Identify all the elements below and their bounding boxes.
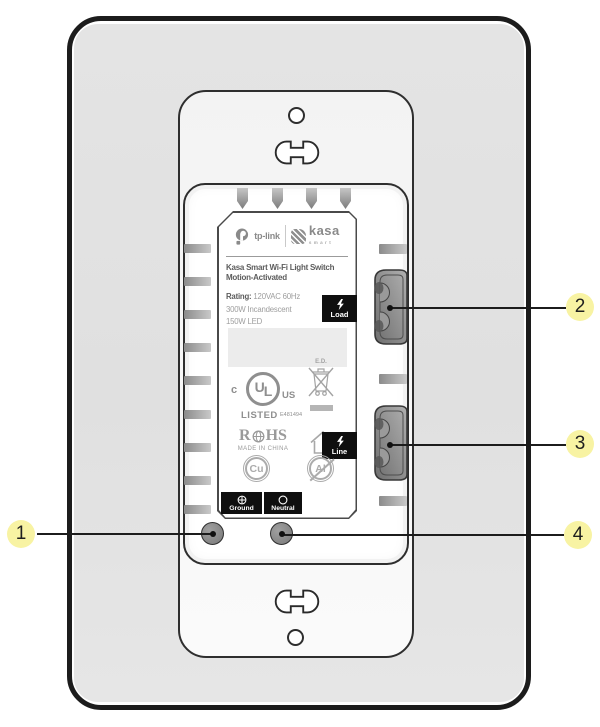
- callout-2-load: 2: [566, 293, 594, 321]
- rohs-suffix: HS: [265, 427, 287, 444]
- bottom-mounting-hole: [287, 629, 304, 646]
- vent-slot: [379, 374, 407, 384]
- callout-dot-1: [210, 531, 216, 537]
- vent-slot: [184, 443, 211, 452]
- rating-incandescent: 300W Incandescent: [226, 304, 292, 314]
- callout-line-4: [282, 534, 564, 536]
- ground-badge-text: Ground: [229, 504, 254, 512]
- product-label: tp-link kasa smart Kasa Smart Wi-Fi Ligh…: [217, 211, 357, 519]
- mounting-tab: [272, 188, 283, 209]
- bottom-adjustment-slot: [274, 589, 320, 614]
- callout-2-number: 2: [574, 296, 586, 317]
- no-aluminum-wire-seal: Al: [306, 454, 335, 483]
- weee-mark: E.D.: [305, 359, 337, 411]
- copper-wire-seal: Cu: [242, 454, 271, 483]
- kasa-smart-subtext: smart: [308, 239, 334, 245]
- callout-line-1: [37, 533, 213, 535]
- load-badge-text: Load: [330, 310, 349, 319]
- blank-label-area: [228, 328, 347, 367]
- callout-dot-2: [387, 305, 393, 311]
- callout-line-3: [390, 444, 566, 446]
- product-title-line1: Kasa Smart Wi-Fi Light Switch: [226, 263, 335, 272]
- callout-dot-4: [279, 531, 285, 537]
- ul-us-mark: US: [282, 390, 296, 401]
- callout-4-number: 4: [572, 524, 584, 545]
- kasa-wordmark-text: kasa: [308, 222, 340, 238]
- circle-neutral-icon: [278, 495, 288, 504]
- ul-letter-l: L: [263, 383, 273, 399]
- mounting-tab: [340, 188, 351, 209]
- vent-slot: [184, 376, 211, 385]
- ul-listed-text: LISTED: [241, 410, 278, 421]
- vent-slot: [184, 277, 211, 286]
- kasa-wordmark: kasa smart: [308, 222, 340, 248]
- rohs-prefix: R: [239, 427, 251, 444]
- vent-slot: [184, 505, 211, 514]
- callout-dot-3: [387, 442, 393, 448]
- line-badge-text: Line: [331, 447, 348, 456]
- lightning-bolt-icon: [336, 299, 344, 310]
- product-title-line2: Motion-Activated: [226, 273, 287, 282]
- rating-led: 150W LED: [226, 317, 263, 326]
- callout-1-ground: 1: [7, 520, 35, 548]
- kasa-logo: kasa smart: [290, 222, 340, 248]
- kasa-logo-icon: [290, 228, 306, 244]
- callout-4-neutral: 4: [564, 521, 592, 549]
- callout-3-number: 3: [574, 433, 586, 454]
- vent-slot: [184, 244, 211, 253]
- load-terminal-badge: Load: [322, 295, 357, 322]
- rohs-globe-icon: [252, 430, 265, 442]
- callout-line-2: [390, 307, 566, 309]
- rohs-mark: R HS: [227, 427, 299, 445]
- vent-slot: [184, 476, 211, 485]
- vent-slot: [184, 410, 211, 419]
- callout-3-line: 3: [566, 430, 594, 458]
- mounting-tab: [306, 188, 317, 209]
- tp-link-logo-icon: [236, 228, 249, 245]
- tp-link-wordmark: tp-link: [254, 231, 280, 241]
- logo-row: tp-link kasa smart: [217, 222, 357, 250]
- ul-file-number: E481494: [280, 412, 303, 418]
- callout-1-number: 1: [15, 523, 27, 544]
- vent-slot: [379, 244, 407, 254]
- mounting-tab: [237, 188, 248, 209]
- made-in-china-text: MADE IN CHINA: [237, 446, 289, 452]
- copper-seal-text: Cu: [249, 462, 264, 475]
- lightning-bolt-icon: [336, 436, 344, 447]
- line-terminal-badge: Line: [322, 432, 357, 459]
- neutral-badge-text: Neutral: [271, 504, 295, 512]
- vent-slot: [184, 310, 211, 319]
- ground-terminal-badge: Ground: [221, 492, 262, 514]
- weee-bar: [309, 405, 333, 411]
- top-mounting-hole: [288, 107, 305, 124]
- top-adjustment-slot: [274, 140, 320, 165]
- rating-value: 120VAC 60Hz: [253, 292, 301, 301]
- rating-line: Rating: 120VAC 60Hz: [226, 292, 300, 301]
- neutral-terminal-badge: Neutral: [264, 492, 302, 514]
- logo-divider: [284, 225, 286, 247]
- rating-label: Rating:: [226, 292, 252, 301]
- label-divider: [226, 256, 348, 257]
- circle-plus-ground-icon: [237, 495, 246, 504]
- vent-slot: [379, 496, 407, 506]
- ul-canada-mark: c: [231, 384, 238, 396]
- vent-slot: [184, 343, 211, 352]
- weee-label: E.D.: [315, 359, 327, 365]
- crossed-wheelie-bin-icon: [308, 367, 334, 397]
- ul-letter-u: U: [254, 379, 265, 395]
